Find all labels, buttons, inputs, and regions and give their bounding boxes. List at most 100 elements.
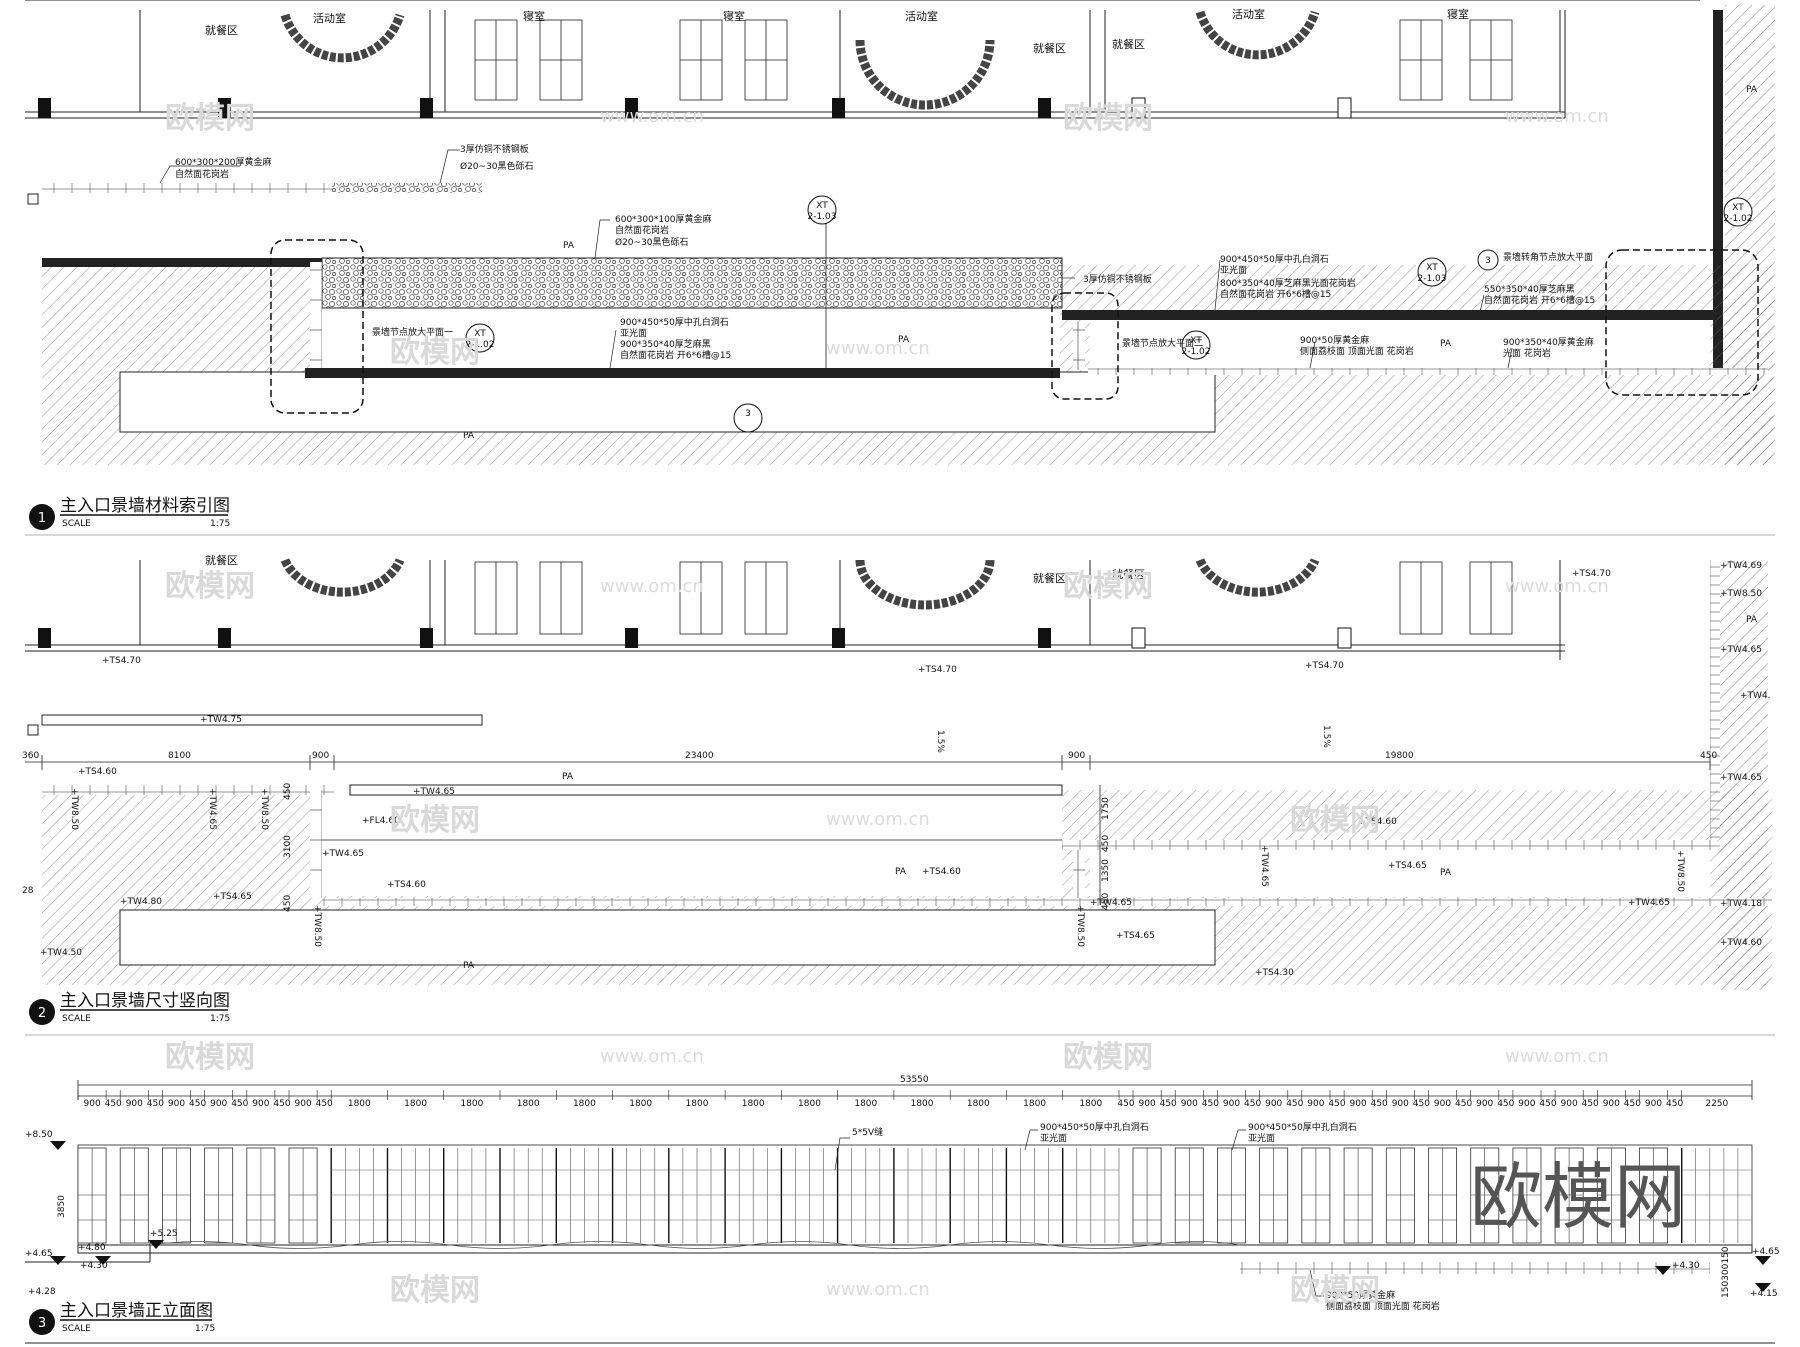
lvl-tw469: +TW4.69 [1720, 561, 1762, 571]
segment-dim-33: 900 [1265, 1099, 1282, 1109]
note-gold-50: 900*50厚黄金麻 [1300, 334, 1369, 346]
view-2-dimension-plan: 360 8100 900 23400 900 19800 450 450 310… [22, 553, 1775, 1036]
lvl-415: +4.15 [1750, 1289, 1778, 1299]
segment-dim-27: 900 [1139, 1099, 1156, 1109]
pa-v2-4: PA [463, 961, 475, 971]
scale-value-2: 1:75 [210, 1014, 230, 1024]
segment-dim-15: 1800 [517, 1099, 540, 1109]
segment-dim-35: 900 [1307, 1099, 1324, 1109]
note-node-plan-1: 景墙节点放大平面一 [372, 326, 453, 338]
room-bedroom-1: 寝室 [523, 9, 545, 23]
segment-dim-30: 450 [1202, 1099, 1219, 1109]
lvl-tw460: +TW4.60 [1720, 938, 1762, 948]
wm-10: www.om.cn [1505, 576, 1609, 597]
segment-dim-20: 1800 [798, 1099, 821, 1109]
segment-dim-10: 900 [295, 1099, 312, 1109]
lvl-ts465c: +TS4.65 [1116, 931, 1155, 941]
lvl-tw850a: +TW8.50 [1720, 589, 1762, 599]
stair-a [310, 262, 322, 370]
view-title-2: 主入口景墙尺寸竖向图 [60, 991, 230, 1011]
segment-dim-2: 900 [126, 1099, 143, 1109]
lvl-tw450: +TW4.50 [40, 948, 82, 958]
lvl-tw418: +TW4.18 [1720, 899, 1762, 909]
note-sesame-900a: 900*350*40厚芝麻黑 [620, 338, 711, 350]
sym-bottom-1: 2-1.03 [807, 212, 836, 222]
segment-dim-18: 1800 [686, 1099, 709, 1109]
segment-dim-51: 900 [1645, 1099, 1662, 1109]
segment-dim-11: 450 [316, 1099, 333, 1109]
rot-d: +TW8.50 [312, 905, 322, 947]
room-activity-1: 活动室 [313, 11, 346, 25]
slope-a: 1.5% [935, 730, 945, 753]
callout-box-1 [270, 239, 364, 414]
segment-dim-19: 1800 [742, 1099, 765, 1109]
note-gold-50-b: 侧面荔枝面 顶面光面 花岗岩 [1300, 345, 1414, 357]
index-symbols [465, 195, 1753, 433]
segment-dim-23: 1800 [967, 1099, 990, 1109]
segment-dim-5: 450 [189, 1099, 206, 1109]
scale-value-1: 1:75 [210, 519, 230, 529]
lvl-tw465a: +TW4.65 [413, 787, 455, 797]
dim-360: 360 [22, 751, 39, 761]
view-title-3: 主入口景墙正立面图 [60, 1301, 213, 1321]
note-sesame-550: 550*350*40厚芝麻黑 [1484, 283, 1575, 295]
room-dining-v2c: 就餐区 [1112, 567, 1145, 581]
segment-dim-31: 900 [1223, 1099, 1240, 1109]
room-dining-2: 就餐区 [1033, 41, 1066, 55]
wall-lower-right [1088, 368, 1768, 375]
view-num-1: 1 [38, 511, 46, 526]
elev-trav-a: 900*450*50厚中孔白洞石 [1040, 1121, 1149, 1133]
granite-strip [42, 183, 332, 193]
building-strip [25, 0, 1700, 119]
segment-dim-46: 450 [1539, 1099, 1556, 1109]
segment-dim-52: 450 [1666, 1099, 1683, 1109]
lvl-430b: +4.30 [1672, 1261, 1700, 1271]
room-dining-1: 就餐区 [205, 23, 238, 37]
scale-label-2: SCALE [62, 1014, 91, 1024]
segment-dim-0: 900 [84, 1099, 101, 1109]
lvl-ts430: +TS4.30 [1255, 968, 1294, 978]
wm-14: 欧模网 [165, 1040, 255, 1075]
callout-box-2 [1051, 292, 1119, 400]
pa-3: PA [1440, 339, 1452, 349]
pa-v2-1: PA [562, 772, 574, 782]
note-gravel: Ø20~30黑色砾石 [460, 160, 534, 172]
slope-b: 1.5% [1321, 725, 1331, 748]
elev-h3850: 3850 [57, 1195, 67, 1218]
segment-dim-42: 450 [1455, 1099, 1472, 1109]
elev-gold: 900*50厚黄金麻 [1326, 1289, 1395, 1301]
segment-dim-34: 450 [1286, 1099, 1303, 1109]
room-activity-2: 活动室 [905, 9, 938, 23]
wm-20: 欧模网 [1290, 1273, 1380, 1308]
lvl-465b: +4.65 [1752, 1247, 1780, 1257]
sym-top-2: XT [474, 329, 486, 339]
view-1-material-index-plan: XT 2-1.03 XT 2-1.02 XT 2-1.02 XT 2-1.03 … [25, 0, 1775, 536]
note-sesame-550-b: 自然面花岗岩 开6*6槽@15 [1484, 294, 1595, 306]
lvl-ts460d: +TS4.60 [1358, 817, 1397, 827]
segment-dim-29: 900 [1181, 1099, 1198, 1109]
sym-bottom-3: 2-1.02 [1181, 347, 1210, 357]
sym-top-6: 3 [745, 409, 751, 419]
elevation-panels [77, 1147, 1753, 1244]
sym-top-3: XT [1190, 336, 1202, 346]
segment-dim-24: 1800 [1023, 1099, 1046, 1109]
scale-label-1: SCALE [62, 519, 91, 529]
room-bedroom-2: 寝室 [723, 9, 745, 23]
note-travertine-a2: 亚光面 [1220, 264, 1247, 276]
rot-e: +TW8.50 [1075, 905, 1085, 947]
view-num-3: 3 [38, 1316, 46, 1331]
lvl-428: +4.28 [28, 1287, 56, 1297]
segment-dim-16: 1800 [573, 1099, 596, 1109]
wm-3: 欧模网 [1063, 101, 1153, 136]
dim-900b: 900 [1068, 751, 1085, 761]
view-title-1: 主入口景墙材料索引图 [60, 496, 230, 516]
view-num-bubble-2 [29, 999, 55, 1025]
note-copper-3-b: 3厚仿铜不锈钢板 [1083, 273, 1152, 285]
pa-v2-2: PA [895, 867, 907, 877]
segment-dim-48: 450 [1582, 1099, 1599, 1109]
sym-top-1: XT [816, 201, 828, 211]
sym-bottom-5: 2-1.02 [1723, 214, 1752, 224]
view-num-2: 2 [38, 1006, 46, 1021]
note-granite-600: 600*300*200厚黄金麻 [175, 156, 272, 168]
dim-v450a: 450 [283, 783, 293, 800]
